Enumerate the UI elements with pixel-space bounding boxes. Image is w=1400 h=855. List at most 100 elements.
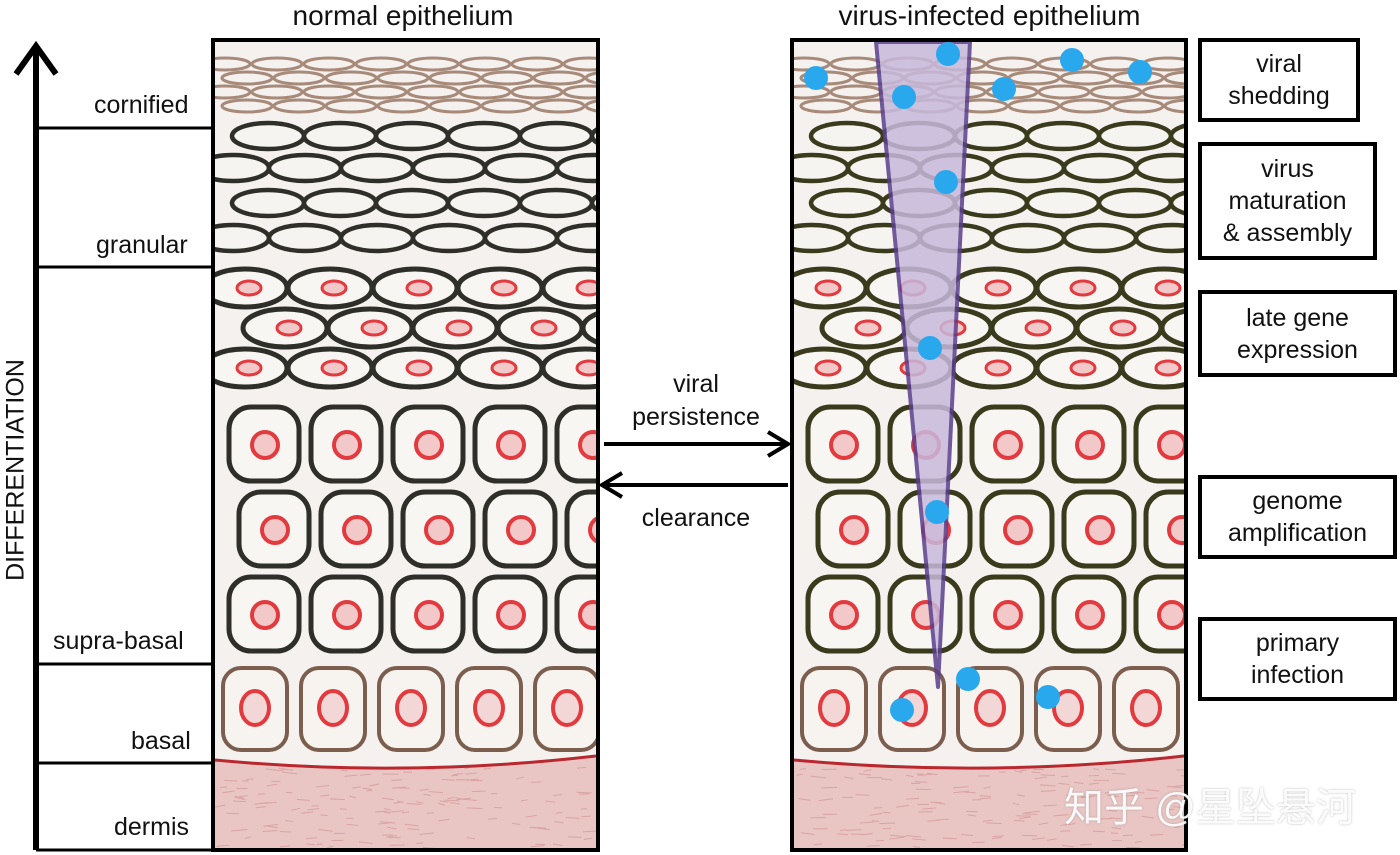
granular-cell: [589, 127, 596, 145]
flattened-cell: [1119, 266, 1184, 310]
flattened-nucleus: [1024, 319, 1052, 337]
dermis-texture: [1088, 817, 1096, 820]
dermis-texture: [545, 800, 556, 803]
dermis-texture: [1038, 822, 1049, 826]
spinous-nucleus: [1085, 515, 1115, 545]
cornified-cell: [376, 98, 430, 114]
layer-label-supra-basal: supra-basal: [53, 627, 184, 655]
dermis-texture: [244, 836, 252, 839]
cornified-cell: [1059, 98, 1113, 114]
dermis-texture: [836, 833, 849, 836]
stage-primary-infection-line-1: primary: [1255, 629, 1340, 657]
dermis-texture: [1019, 769, 1027, 772]
dermis-texture: [992, 835, 1005, 838]
dermis-texture: [1060, 823, 1076, 826]
cornified-cell: [354, 84, 408, 100]
dermis-texture: [1176, 769, 1184, 771]
dermis-texture: [1144, 797, 1158, 800]
flattened-nucleus: [275, 319, 303, 337]
stage-genome-amplification: genome amplification: [1198, 475, 1397, 559]
spinous-nucleus: [578, 600, 596, 630]
dermis-texture: [1017, 794, 1026, 797]
cornified-cell: [510, 84, 564, 100]
dermis-texture: [369, 783, 380, 787]
normal-epithelium-illustration: [215, 42, 596, 848]
dermis-texture: [867, 845, 880, 847]
flattened-nucleus: [575, 279, 596, 297]
dermis-texture: [239, 795, 248, 797]
cornified-cell: [562, 56, 596, 72]
dermis-texture: [568, 836, 582, 838]
dermis-texture: [1024, 810, 1040, 814]
cornified-cell: [584, 71, 596, 85]
dermis-texture: [953, 786, 969, 789]
dermis-texture: [231, 828, 248, 832]
dermis-texture: [1146, 789, 1160, 792]
dermis-texture: [896, 804, 909, 808]
cornified-cell: [406, 56, 460, 72]
dermis-texture: [846, 829, 862, 831]
dermis-texture: [307, 808, 320, 811]
dermis-texture: [810, 775, 827, 779]
dermis-texture: [1062, 844, 1075, 848]
dermis-texture: [471, 790, 486, 793]
dermis-texture: [452, 772, 463, 776]
flattened-cell: [580, 311, 596, 345]
dermis-texture: [1039, 784, 1056, 787]
basement-membrane: [215, 754, 596, 770]
granular-cell: [1061, 222, 1139, 254]
spinous-nucleus: [250, 600, 280, 630]
granular-cell: [517, 187, 595, 219]
granular-cell: [301, 120, 379, 152]
dermis-texture: [401, 811, 410, 814]
flattened-nucleus: [1154, 279, 1182, 297]
dermis-texture: [388, 810, 404, 813]
dermis-texture: [800, 832, 815, 836]
granular-cell: [266, 222, 344, 254]
dermis-texture: [1134, 840, 1142, 843]
dermis-texture: [1014, 770, 1023, 774]
dermis-texture: [296, 798, 310, 801]
dermis-texture: [215, 804, 226, 808]
basal-nucleus: [317, 689, 349, 727]
flattened-cell: [540, 266, 596, 310]
dermis-texture: [226, 812, 240, 815]
basal-nucleus: [551, 689, 583, 727]
dermis-texture: [483, 767, 491, 770]
granular-cell: [229, 187, 307, 219]
spinous-nucleus: [829, 430, 859, 460]
granular-cell: [410, 222, 488, 254]
dermis-texture: [1124, 806, 1137, 809]
cornified-cell: [510, 56, 564, 72]
dermis-texture: [1022, 813, 1038, 815]
granular-cell: [482, 222, 560, 254]
granular-cell: [1133, 152, 1184, 184]
dermis-texture: [317, 828, 333, 832]
stage-late-gene-expression: late gene expression: [1198, 290, 1397, 377]
virus-particle: [804, 66, 828, 90]
granular-cell: [517, 120, 595, 152]
dermis-texture: [1073, 781, 1084, 785]
dermis-texture: [1043, 804, 1057, 807]
flattened-nucleus: [490, 279, 518, 297]
dermis-texture: [576, 766, 587, 769]
basal-nucleus: [473, 689, 505, 727]
dermis-texture: [818, 798, 834, 802]
virus-particle: [918, 336, 942, 360]
dermis-texture: [922, 807, 937, 810]
spinous-nucleus: [839, 515, 869, 545]
dermis-texture: [216, 844, 229, 847]
dermis-texture: [1047, 838, 1057, 841]
dermis-texture: [404, 823, 419, 827]
virus-particle: [1060, 48, 1084, 72]
dermis-texture: [422, 846, 435, 848]
dermis-texture: [392, 786, 406, 789]
cornified-cell: [584, 99, 596, 113]
dermis-texture: [407, 828, 420, 831]
normal-epithelium-panel: [211, 38, 600, 852]
flattened-nucleus: [1069, 359, 1097, 377]
granular-cell: [373, 120, 451, 152]
dermis-texture: [953, 790, 970, 794]
basal-nucleus: [239, 689, 271, 727]
spinous-nucleus: [260, 515, 290, 545]
